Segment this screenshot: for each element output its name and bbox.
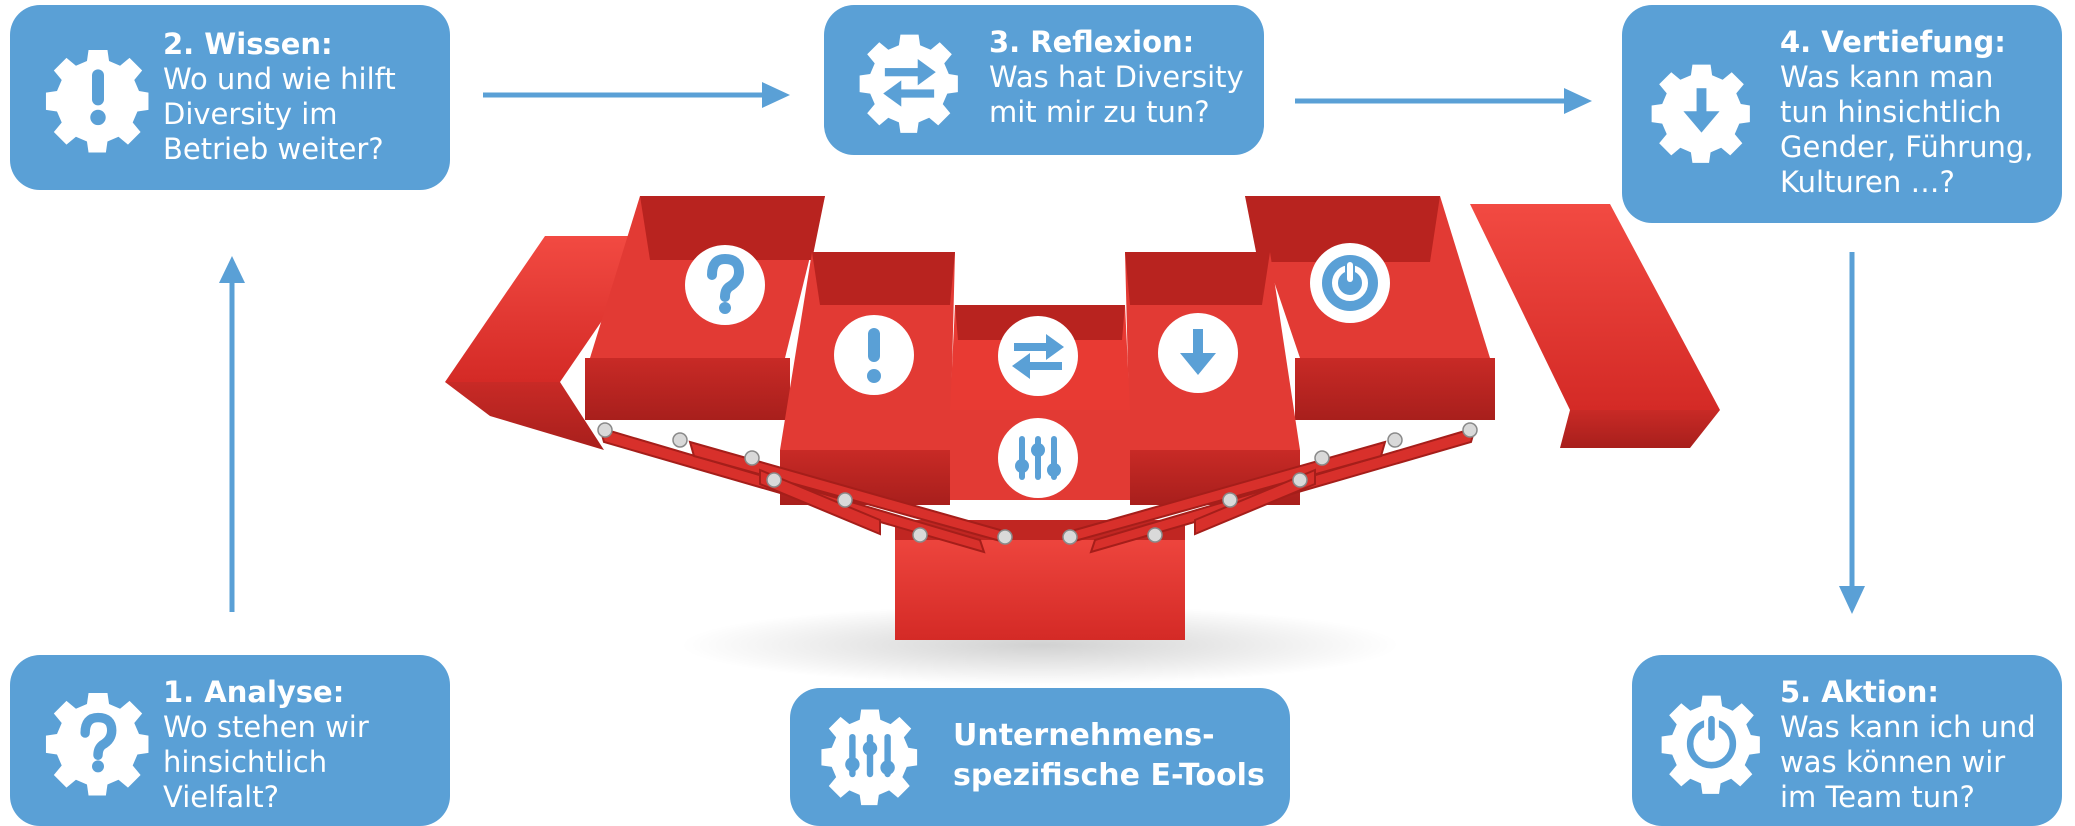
step-title: 1. Analyse: bbox=[163, 675, 345, 709]
step-text-line: hinsichtlich bbox=[163, 745, 328, 779]
step-text-line: Gender, Führung, bbox=[1780, 130, 2034, 164]
step-title: 5. Aktion: bbox=[1780, 675, 1939, 709]
step-title: 3. Reflexion: bbox=[989, 25, 1195, 59]
question-gear-icon bbox=[45, 692, 149, 796]
question-icon bbox=[685, 245, 765, 325]
toolbox-icons bbox=[685, 243, 1390, 498]
step-text-line: Vielfalt? bbox=[163, 780, 279, 814]
step-text-line: tun hinsichtlich bbox=[1780, 95, 2002, 129]
step-text-line: Diversity im bbox=[163, 97, 338, 131]
step-text-line: mit mir zu tun? bbox=[989, 95, 1210, 129]
tools-text-line: Unternehmens- bbox=[953, 718, 1215, 753]
step-card-aktion: 5. Aktion: Was kann ich und was können w… bbox=[1632, 655, 2062, 826]
step-text-line: Betrieb weiter? bbox=[163, 132, 384, 166]
exclamation-gear-icon bbox=[45, 49, 149, 153]
arrow-reflexion-to-vertiefung bbox=[1295, 88, 1592, 114]
arrows-exchange-icon bbox=[998, 316, 1078, 396]
step-text-line: Was kann man bbox=[1780, 60, 1994, 94]
down-arrow-icon bbox=[1158, 313, 1238, 393]
power-icon bbox=[1310, 243, 1390, 323]
power-gear-icon bbox=[1661, 695, 1760, 794]
arrow-wissen-to-reflexion bbox=[483, 82, 790, 108]
arrow-analyse-to-wissen bbox=[219, 256, 245, 612]
step-text-line: Wo stehen wir bbox=[163, 710, 369, 744]
arrow-vertiefung-to-aktion bbox=[1839, 252, 1865, 614]
step-card-analyse: 1. Analyse: Wo stehen wir hinsichtlich V… bbox=[10, 655, 450, 826]
step-card-wissen: 2. Wissen: Wo und wie hilft Diversity im… bbox=[10, 5, 450, 190]
sliders-icon bbox=[998, 418, 1078, 498]
step-title: 4. Vertiefung: bbox=[1780, 25, 2006, 59]
step-text-line: Wo und wie hilft bbox=[163, 62, 396, 96]
step-title: 2. Wissen: bbox=[163, 27, 333, 61]
down-arrow-gear-icon bbox=[1651, 64, 1750, 163]
tools-text-line: spezifische E-Tools bbox=[953, 758, 1265, 793]
step-text-line: Was hat Diversity bbox=[989, 60, 1244, 94]
toolbox-illustration bbox=[445, 196, 1720, 685]
arrows-exchange-gear-icon bbox=[859, 34, 958, 133]
sliders-gear-icon bbox=[821, 709, 918, 806]
step-text-line: Was kann ich und bbox=[1780, 710, 2036, 744]
step-text-line: Kulturen …? bbox=[1780, 165, 1955, 199]
step-card-reflexion: 3. Reflexion: Was hat Diversity mit mir … bbox=[824, 5, 1264, 155]
tools-card: Unternehmens- spezifische E-Tools bbox=[790, 688, 1290, 826]
exclamation-icon bbox=[834, 315, 914, 395]
step-card-vertiefung: 4. Vertiefung: Was kann man tun hinsicht… bbox=[1622, 5, 2062, 223]
step-text-line: im Team tun? bbox=[1780, 780, 1975, 814]
step-text-line: was können wir bbox=[1780, 745, 2006, 779]
flow-arrows bbox=[219, 82, 1865, 614]
